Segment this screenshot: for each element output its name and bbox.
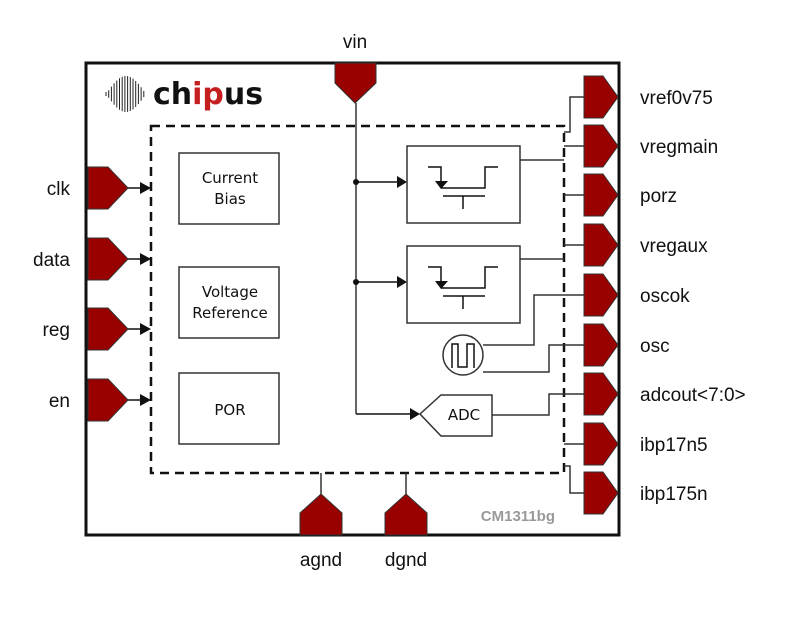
logo-text-part-1: ch (153, 77, 192, 112)
square-wave-icon (451, 343, 475, 368)
block-voltage-reference: Voltage Reference (178, 266, 280, 339)
pin-en-shape[interactable] (87, 378, 129, 422)
block-por: POR (178, 372, 280, 445)
pin-vin-label: vin (343, 32, 367, 53)
pin-label: vregaux (640, 236, 708, 257)
block-current-bias: Current Bias (178, 152, 280, 225)
pin-label: vregmain (640, 137, 718, 158)
pin-agnd-shape[interactable] (299, 493, 343, 536)
pin-label: ibp175n (640, 484, 708, 505)
pin-label: ibp17n5 (640, 435, 708, 456)
block-voltage-reference-line2: Reference (192, 304, 268, 322)
pin-en[interactable]: en (49, 378, 151, 422)
logo-text: chipus (153, 77, 263, 112)
pin-vregaux[interactable]: vregaux (583, 223, 708, 267)
regulator-icon (428, 166, 498, 209)
chip-outline (84, 61, 621, 537)
pin-shape[interactable] (583, 471, 619, 515)
pin-label: oscok (640, 286, 690, 307)
pin-ibp175n[interactable]: ibp175n (583, 471, 708, 515)
arrow-icon (397, 276, 407, 288)
pin-porz[interactable]: porz (583, 173, 677, 217)
arrow-down-icon (435, 181, 448, 189)
pin-oscok[interactable]: oscok (583, 273, 690, 317)
arrow-icon (397, 176, 407, 188)
pin-shape[interactable] (583, 323, 619, 367)
pin-reg[interactable]: reg (43, 307, 151, 351)
chipus-logo: chipus (105, 76, 263, 112)
pin-clk[interactable]: clk (47, 166, 151, 210)
pin-label: adcout<7:0> (640, 385, 746, 406)
pin-vref0v75[interactable]: vref0v75 (583, 75, 713, 119)
pin-data-shape[interactable] (87, 237, 129, 281)
internal-wires (320, 96, 584, 494)
arrow-down-icon (435, 281, 448, 289)
pin-data-label: data (33, 250, 70, 271)
block-ldo-main (406, 145, 521, 224)
pin-clk-label: clk (47, 179, 71, 200)
part-number: CM1311bg (481, 508, 555, 525)
block-voltage-reference-line1: Voltage (202, 283, 258, 301)
pin-vin[interactable]: vin (334, 32, 377, 104)
block-oscillator (442, 334, 484, 376)
pin-en-label: en (49, 391, 70, 412)
block-por-label: POR (214, 401, 245, 419)
block-adc: ADC (418, 394, 493, 437)
pin-agnd[interactable]: agnd (299, 493, 343, 571)
block-current-bias-line2: Bias (214, 190, 246, 208)
pin-shape[interactable] (583, 422, 619, 466)
pin-label: osc (640, 336, 670, 357)
pin-dgnd-shape[interactable] (384, 493, 428, 536)
pin-data[interactable]: data (33, 237, 151, 281)
pin-label: porz (640, 186, 677, 207)
pin-osc[interactable]: osc (583, 323, 670, 367)
logo-text-part-3: us (224, 77, 263, 112)
pin-agnd-label: agnd (300, 550, 342, 571)
arrow-icon (140, 323, 151, 335)
pin-shape[interactable] (583, 223, 619, 267)
arrow-icon (140, 394, 151, 406)
arrow-icon (140, 182, 151, 194)
block-adc-label: ADC (448, 406, 480, 424)
arrow-icon (140, 253, 151, 265)
pin-adcout70[interactable]: adcout<7:0> (583, 372, 746, 416)
pin-dgnd[interactable]: dgnd (384, 493, 428, 571)
regulator-icon (428, 266, 498, 309)
pin-shape[interactable] (583, 372, 619, 416)
arrow-icon (410, 408, 420, 420)
pin-reg-shape[interactable] (87, 307, 129, 351)
pin-label: vref0v75 (640, 88, 713, 109)
pin-clk-shape[interactable] (87, 166, 129, 210)
pin-reg-label: reg (43, 320, 70, 341)
core-boundary (149, 124, 566, 475)
logo-text-part-2: ip (192, 77, 224, 112)
pin-shape[interactable] (583, 124, 619, 168)
pin-shape[interactable] (583, 273, 619, 317)
block-ldo-aux (406, 245, 521, 324)
pin-dgnd-label: dgnd (385, 550, 427, 571)
waveform-icon (105, 76, 145, 112)
pin-ibp17n5[interactable]: ibp17n5 (583, 422, 708, 466)
block-current-bias-line1: Current (202, 169, 258, 187)
pin-vregmain[interactable]: vregmain (583, 124, 718, 168)
pin-vin-shape[interactable] (334, 62, 377, 104)
pin-shape[interactable] (583, 173, 619, 217)
pin-shape[interactable] (583, 75, 619, 119)
